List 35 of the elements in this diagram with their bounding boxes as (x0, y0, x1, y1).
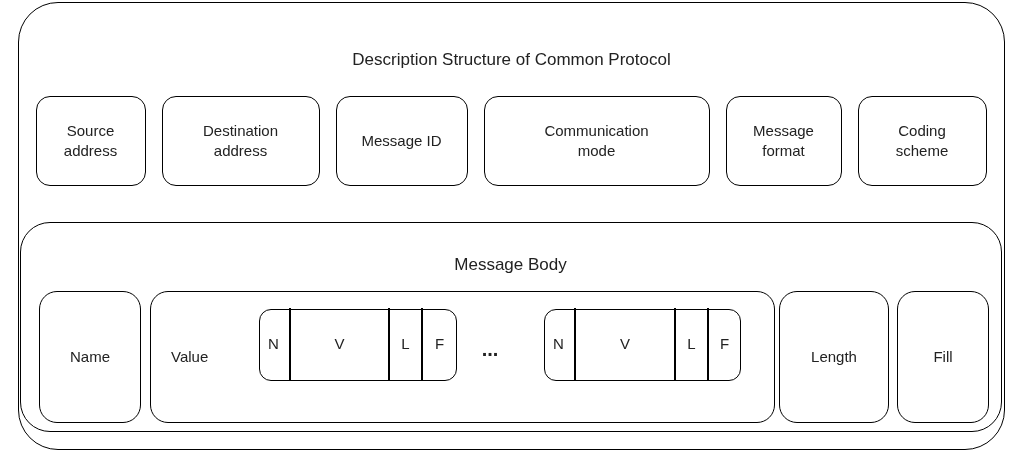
cell-label: N (553, 334, 564, 354)
cell-label: L (401, 334, 410, 354)
field-label: Communication mode (543, 121, 650, 160)
outer-container (18, 2, 1005, 450)
field-label: Message format (752, 121, 815, 160)
message-body-container (19, 221, 1002, 432)
field-label: Length (811, 347, 857, 367)
cell-label: F (719, 334, 730, 354)
field-label: Value (171, 347, 209, 365)
field-label: Name (70, 347, 110, 367)
ellipsis-label: ... (480, 337, 500, 362)
cell-label: L (687, 334, 696, 354)
field-label: Fill (933, 347, 953, 367)
box-heading: Description Structure of Common Protocol (352, 50, 671, 69)
field-box (725, 95, 842, 186)
field-label: Source address (62, 121, 119, 160)
tuple-box (543, 308, 741, 381)
cell-label: F (434, 334, 445, 354)
box-heading: Message Body (454, 254, 567, 274)
field-box (483, 95, 710, 186)
field-box (857, 95, 987, 186)
field-box (779, 291, 889, 423)
field-box (335, 95, 468, 186)
field-box (161, 95, 320, 186)
field-box (39, 291, 141, 423)
value-container (150, 291, 775, 423)
tuple-box (258, 308, 457, 381)
field-label: Coding scheme (894, 121, 950, 160)
cell-label: V (620, 334, 630, 354)
cell-label: N (268, 334, 279, 354)
field-box (897, 291, 989, 423)
field-label: Message ID (361, 130, 442, 151)
field-label: Destination address (201, 121, 279, 160)
cell-label: V (334, 334, 345, 354)
field-box (35, 95, 146, 186)
